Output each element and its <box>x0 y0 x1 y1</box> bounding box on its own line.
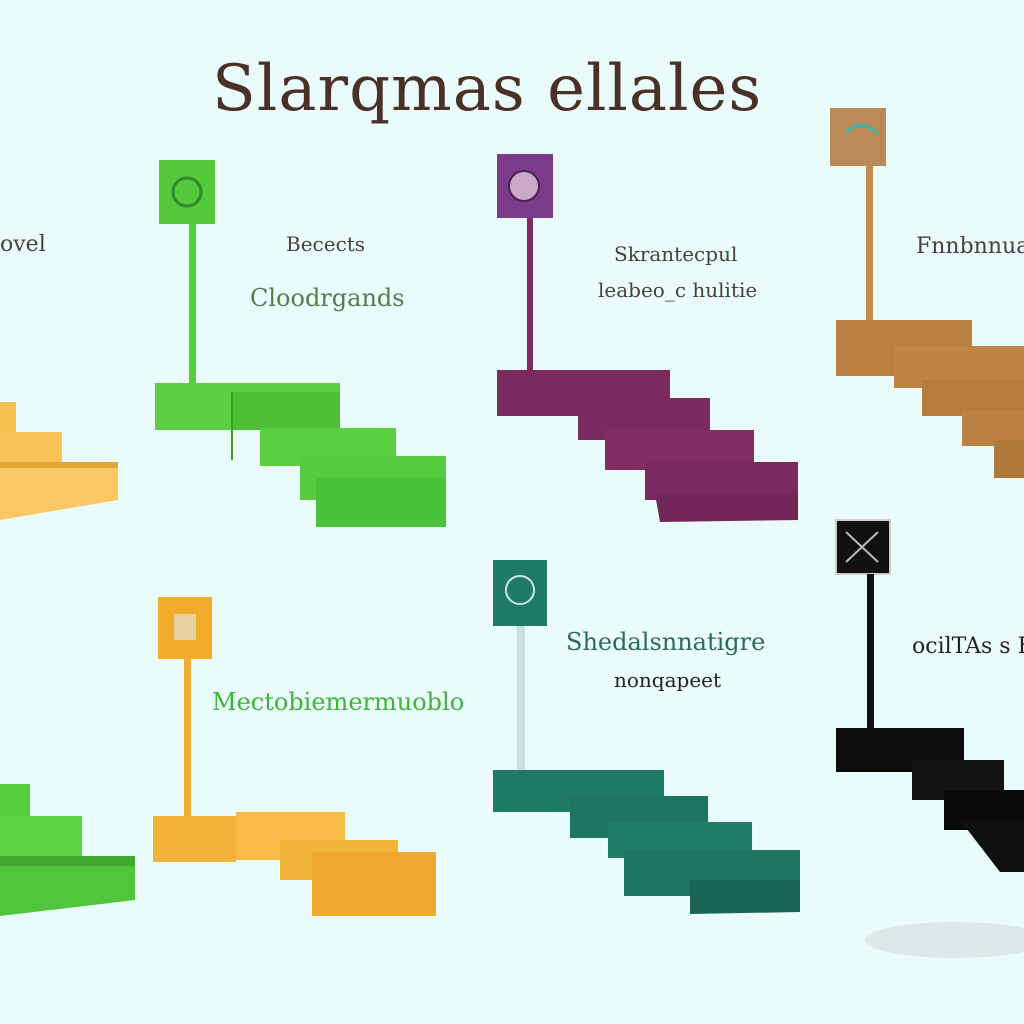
stairs-orange-bottom <box>153 597 436 916</box>
stairs-teal-bottom <box>493 560 800 914</box>
stairs-purple-top <box>497 154 798 522</box>
sign-board-icon <box>830 108 886 166</box>
label-leabeo: leabeo_c hulitie <box>598 278 758 302</box>
page-title: Slarqmas ellales <box>212 52 763 126</box>
floor-shadow <box>865 922 1024 958</box>
stairs-black-bottom-right <box>835 519 1024 872</box>
label-shedal: Shedalsnnatigre <box>566 628 766 656</box>
label-cloodrgands: Cloodrgands <box>250 284 405 312</box>
label-becects: Becects <box>286 232 366 256</box>
sign-board-icon <box>493 560 547 626</box>
label-ovel: ovel <box>0 232 46 257</box>
label-fnnbnnua: Fnnbnnua <box>916 234 1024 259</box>
stairs-brown-top-right <box>830 108 1024 478</box>
label-nonqapeet: nonqapeet <box>614 668 722 692</box>
stairs-green-bottom-left <box>0 784 135 916</box>
stairs-yellow-top-left <box>0 402 118 520</box>
label-skrantecpul: Skrantecpul <box>614 242 738 266</box>
label-mectobie: Mectobiemermuoblo <box>212 688 465 716</box>
stairs-green-top <box>155 160 446 527</box>
label-ocilt: ocilTAs s F <box>912 634 1024 659</box>
sign-board-icon <box>159 160 215 224</box>
sign-board-icon <box>835 519 891 575</box>
